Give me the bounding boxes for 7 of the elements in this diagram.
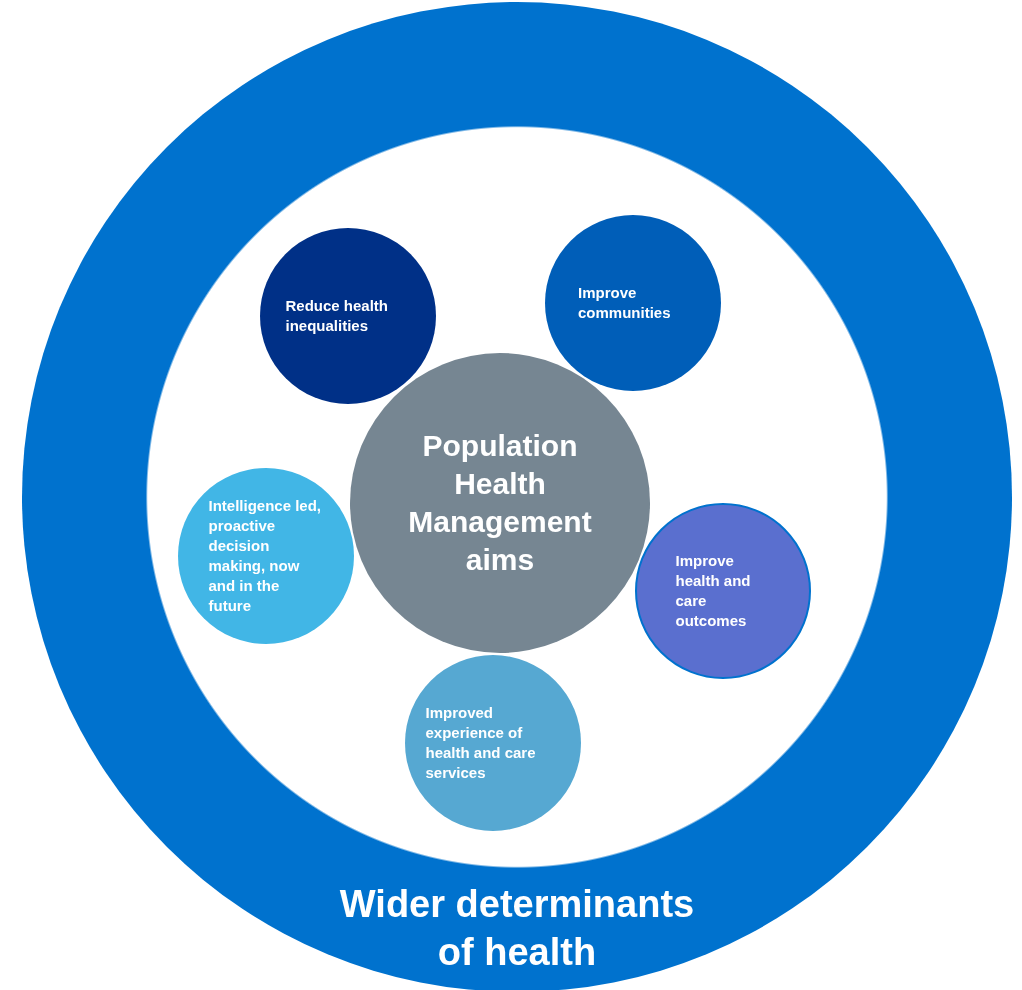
aim-label: Improve communities <box>578 283 672 323</box>
ring-label: Wider determinants of health <box>338 882 696 975</box>
aim-label: Improve health and care outcomes <box>675 551 752 631</box>
center-title: Population Health Management aims <box>407 428 593 578</box>
aim-label: Reduce health inequalities <box>285 296 390 336</box>
aim-label: Intelligence led, proactive decision making, now and in the future <box>208 496 323 616</box>
aim-label: Improved experience of health and care services <box>425 703 537 783</box>
